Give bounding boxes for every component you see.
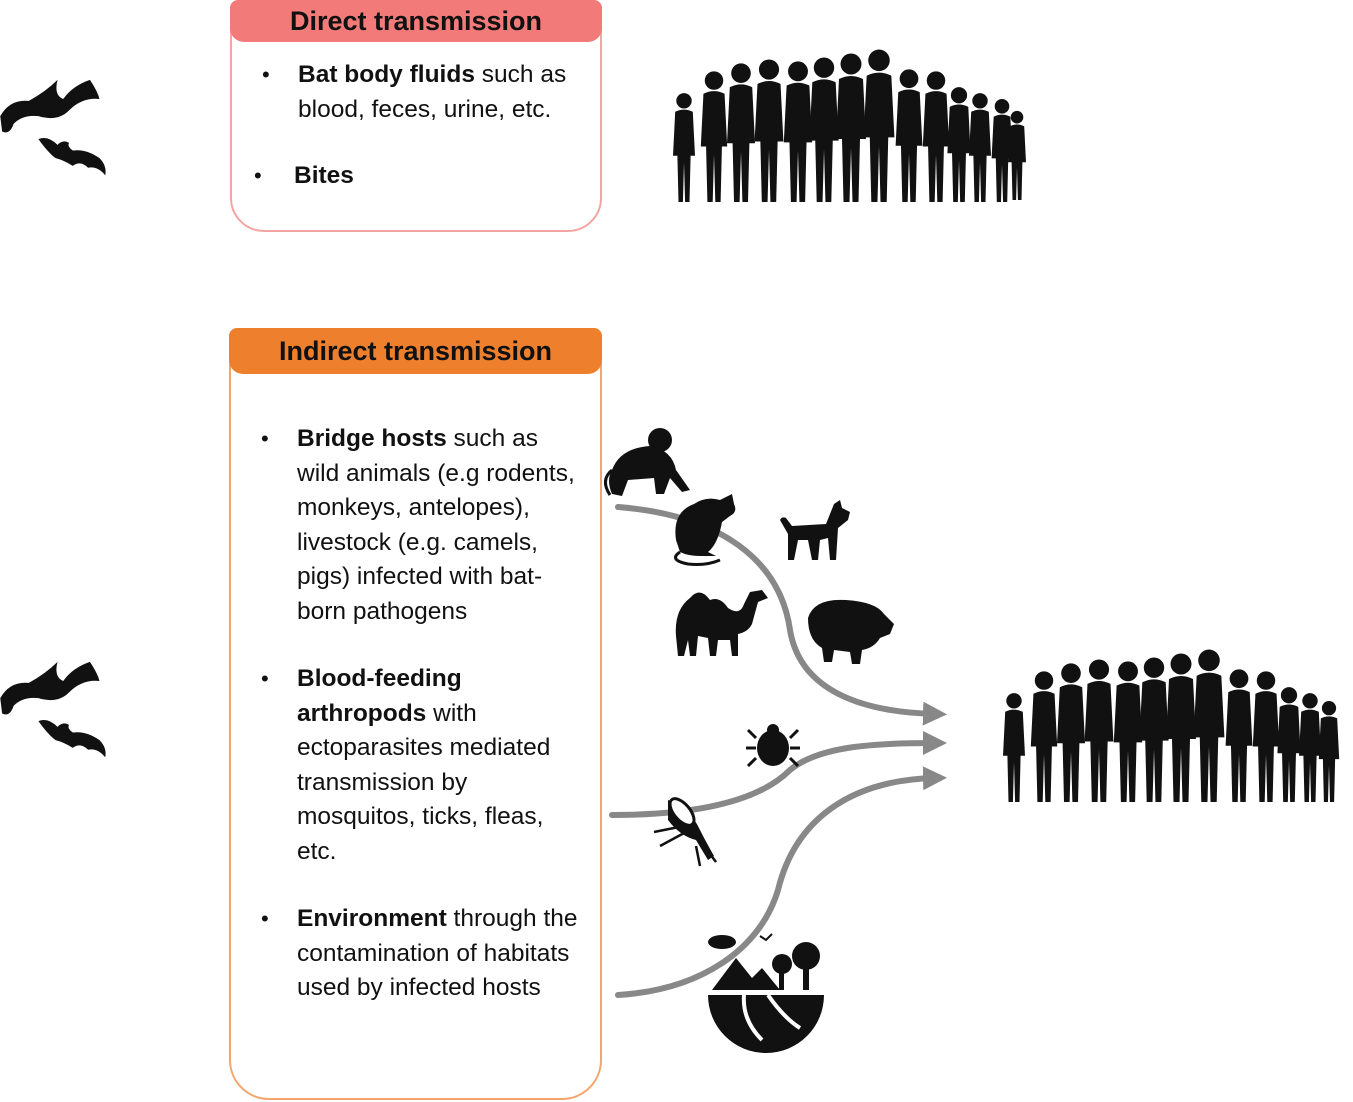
item-text: through the contamination of habitats us… bbox=[297, 905, 578, 1001]
tick-icon bbox=[746, 724, 800, 768]
list-item: Bat body fluids such as blood, feces, ur… bbox=[232, 58, 600, 127]
item-bold-text: Blood-feeding arthropods bbox=[297, 665, 462, 727]
indirect-transmission-list: Bridge hosts such as wild animals (e.g r… bbox=[231, 422, 600, 1006]
bridge-hosts-arrow bbox=[615, 504, 947, 726]
monkey-icon bbox=[604, 428, 690, 496]
environment-arrow bbox=[615, 766, 947, 998]
people-crowd-icon bbox=[1003, 649, 1340, 802]
bat-icon bbox=[0, 79, 106, 176]
indirect-transmission-title: Indirect transmission bbox=[229, 328, 602, 374]
rat-icon bbox=[674, 494, 736, 566]
item-bold-text: Environment bbox=[297, 905, 447, 932]
item-text: such as blood, feces, urine, etc. bbox=[298, 61, 567, 123]
list-item: Blood-feeding arthropods with ectoparasi… bbox=[231, 662, 600, 869]
list-item: Bridge hosts such as wild animals (e.g r… bbox=[231, 422, 600, 629]
item-bold-text: Bat body fluids bbox=[298, 61, 475, 88]
direct-transmission-panel: Direct transmission Bat body fluids such… bbox=[230, 0, 602, 232]
mosquito-icon bbox=[653, 797, 717, 867]
list-item: Bites bbox=[232, 159, 600, 194]
environment-icon bbox=[708, 933, 824, 1053]
item-text: such as wild animals (e.g rodents, monke… bbox=[297, 425, 575, 625]
camel-icon bbox=[675, 590, 768, 656]
bat-icon bbox=[0, 661, 106, 758]
indirect-transmission-panel: Indirect transmission Bridge hosts such … bbox=[229, 328, 602, 1100]
direct-transmission-title: Direct transmission bbox=[230, 0, 602, 42]
item-bold-text: Bites bbox=[294, 162, 354, 189]
pig-icon bbox=[808, 599, 894, 664]
direct-transmission-list: Bat body fluids such as blood, feces, ur… bbox=[232, 58, 600, 194]
item-text: with ectoparasites mediated transmission… bbox=[297, 699, 551, 865]
people-crowd-icon bbox=[673, 49, 1026, 202]
list-item: Environment through the contamination of… bbox=[231, 902, 600, 1006]
dog-icon bbox=[780, 500, 850, 560]
item-bold-text: Bridge hosts bbox=[297, 425, 447, 452]
